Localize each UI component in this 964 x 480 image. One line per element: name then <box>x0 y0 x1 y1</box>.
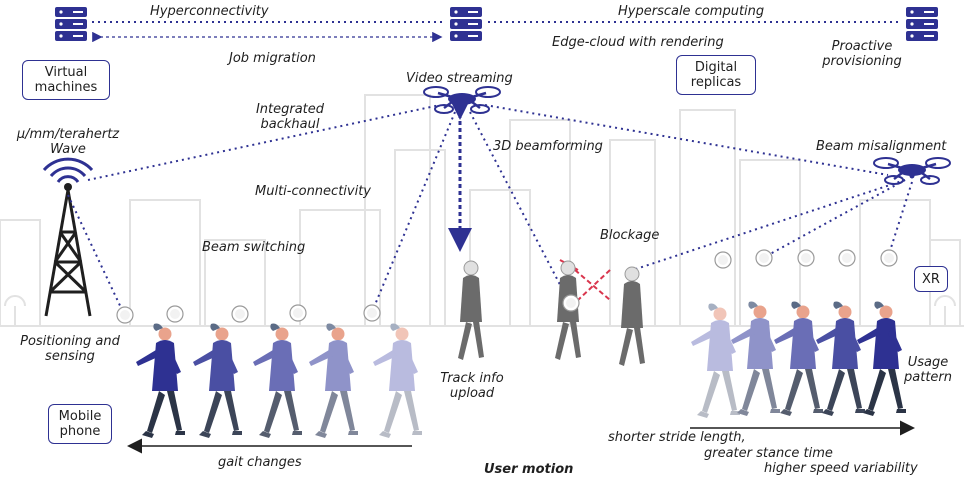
wireless-device-icon <box>166 305 184 323</box>
label-beam-switching: Beam switching <box>202 240 306 255</box>
label-job-migration: Job migration <box>229 51 316 66</box>
person-walking <box>731 301 780 416</box>
server-rack-icon <box>55 7 87 41</box>
cell-tower-icon <box>42 157 94 317</box>
person-walking <box>691 303 740 418</box>
drone-icon <box>422 85 502 115</box>
wireless-device-icon <box>755 249 773 267</box>
label-gait-changes: gait changes <box>218 455 302 470</box>
devices-right <box>714 249 898 269</box>
box-xr: XR <box>914 266 948 292</box>
gray-figures <box>457 260 646 367</box>
label-beam-misalignment: Beam misalignment <box>816 139 947 154</box>
label-3d-beamforming: 3D beamforming <box>493 139 603 154</box>
label-blockage: Blockage <box>600 228 660 243</box>
city-skyline <box>0 94 964 327</box>
label-proactive-provisioning: Proactive provisioning <box>822 39 902 69</box>
person-standing <box>618 266 646 367</box>
label-multi-connectivity: Multi-connectivity <box>255 184 371 199</box>
wireless-device-icon <box>231 305 249 323</box>
wireless-device-icon <box>797 249 815 267</box>
box-virtual-machines: Virtual machines <box>22 60 110 100</box>
label-integrated-backhaul: Integrated backhaul <box>255 102 325 132</box>
devices-left <box>116 304 381 324</box>
label-greater-stance: greater stance time <box>704 446 833 461</box>
person-walking <box>774 301 823 416</box>
label-positioning-sensing: Positioning and sensing <box>20 334 120 364</box>
walkers-left <box>136 323 422 438</box>
walkers-right <box>691 301 906 418</box>
label-hyperscale-computing: Hyperscale computing <box>618 4 765 19</box>
person-walking <box>816 301 865 416</box>
person-walking <box>193 323 242 438</box>
wireless-beams <box>67 104 913 313</box>
label-shorter-stride: shorter stride length, <box>608 430 746 445</box>
drone-icon <box>872 156 952 186</box>
label-video-streaming: Video streaming <box>406 71 513 86</box>
label-edge-cloud: Edge-cloud with rendering <box>552 35 724 50</box>
wireless-device-icon <box>838 249 856 267</box>
label-user-motion: User motion <box>484 462 574 477</box>
server-rack-icon <box>450 7 482 41</box>
label-higher-speed: higher speed variability <box>764 461 918 476</box>
person-walking <box>253 323 302 438</box>
label-hyperconnectivity: Hyperconnectivity <box>150 4 269 19</box>
label-track-info-upload: Track info upload <box>440 371 504 401</box>
person-walking <box>136 323 185 438</box>
person-walking <box>309 323 358 438</box>
person-walking <box>373 323 422 438</box>
wireless-device-icon <box>116 306 134 324</box>
label-usage-pattern: Usage pattern <box>904 355 952 385</box>
wireless-device-icon <box>289 304 307 322</box>
label-wave: μ/mm/terahertz Wave <box>16 127 120 157</box>
box-mobile-phone: Mobile phone <box>48 404 112 444</box>
server-rack-icon <box>906 7 938 41</box>
wireless-device-icon <box>714 251 732 269</box>
box-digital-replicas: Digital replicas <box>676 55 756 95</box>
wireless-device-icon <box>880 249 898 267</box>
person-standing <box>457 260 485 361</box>
wireless-device-icon <box>562 294 580 312</box>
wireless-device-icon <box>363 304 381 322</box>
